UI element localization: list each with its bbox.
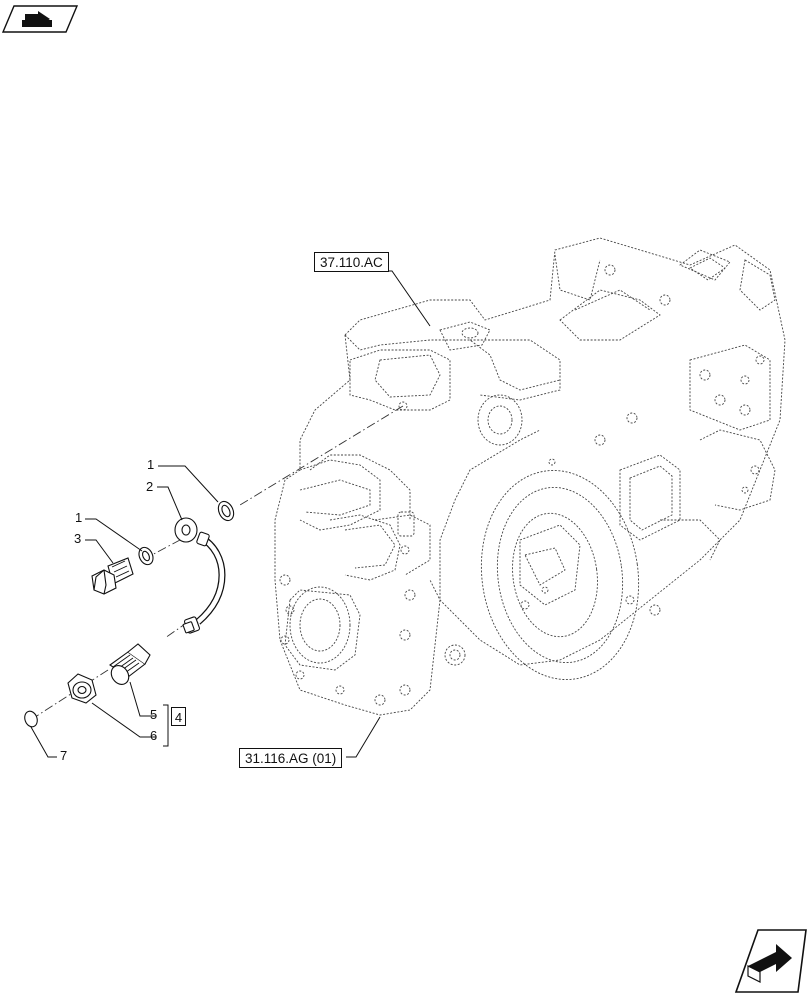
navigate-next-icon[interactable]: [734, 929, 807, 993]
sealing-washer-part-lower: [138, 546, 154, 566]
callout-2: 2: [146, 479, 154, 494]
sealing-washer-part: [217, 500, 235, 522]
arrow-folder-icon[interactable]: [1, 5, 79, 33]
callout-5: 5: [150, 707, 158, 722]
reference-leaders: [346, 270, 431, 758]
housing-reference-link[interactable]: 31.116.AG (01): [239, 748, 343, 768]
threaded-fitting-part: [109, 643, 151, 685]
callout-6: 6: [150, 728, 158, 743]
callout-7: 7: [60, 748, 68, 763]
callout-3: 3: [74, 531, 82, 546]
callout-leaders: [30, 465, 219, 758]
transmission-reference-link[interactable]: 37.110.AC: [314, 252, 389, 272]
transmission-housing: [274, 237, 786, 716]
banjo-bolt-part: [91, 557, 134, 595]
callout-1-lower: 1: [75, 510, 83, 525]
callout-1-upper: 1: [147, 457, 155, 472]
plug-part: [24, 710, 38, 728]
oil-pipe-part: [174, 517, 226, 634]
cap-part: [67, 673, 97, 704]
kit-number-box: 4: [171, 707, 186, 726]
